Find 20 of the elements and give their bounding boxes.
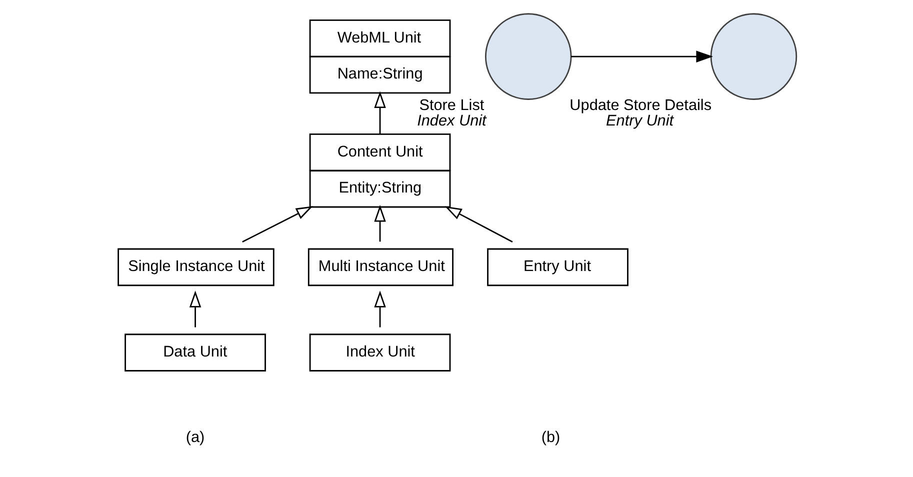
node-label: Entry Unit — [606, 112, 674, 130]
node-box: Multi Instance Unit — [307, 248, 453, 286]
arrow — [444, 206, 512, 242]
node-circle — [484, 13, 572, 100]
node-label: Update Store Details — [569, 97, 712, 114]
arrow — [374, 290, 386, 328]
label: (b) — [540, 428, 560, 446]
node-box: Entry Unit — [486, 248, 628, 286]
node-box: Data Unit — [124, 334, 266, 372]
arrow — [374, 204, 386, 242]
node-box: Index Unit — [308, 334, 450, 372]
label: (a) — [185, 428, 204, 446]
node-label: Index Unit — [416, 112, 486, 130]
arrow — [374, 91, 386, 134]
node-circle — [710, 13, 797, 100]
node-label: Store List — [418, 97, 484, 114]
node-box: Single Instance Unit — [117, 248, 274, 286]
arrow — [188, 290, 201, 328]
arrow — [570, 50, 713, 62]
arrow — [242, 206, 312, 243]
